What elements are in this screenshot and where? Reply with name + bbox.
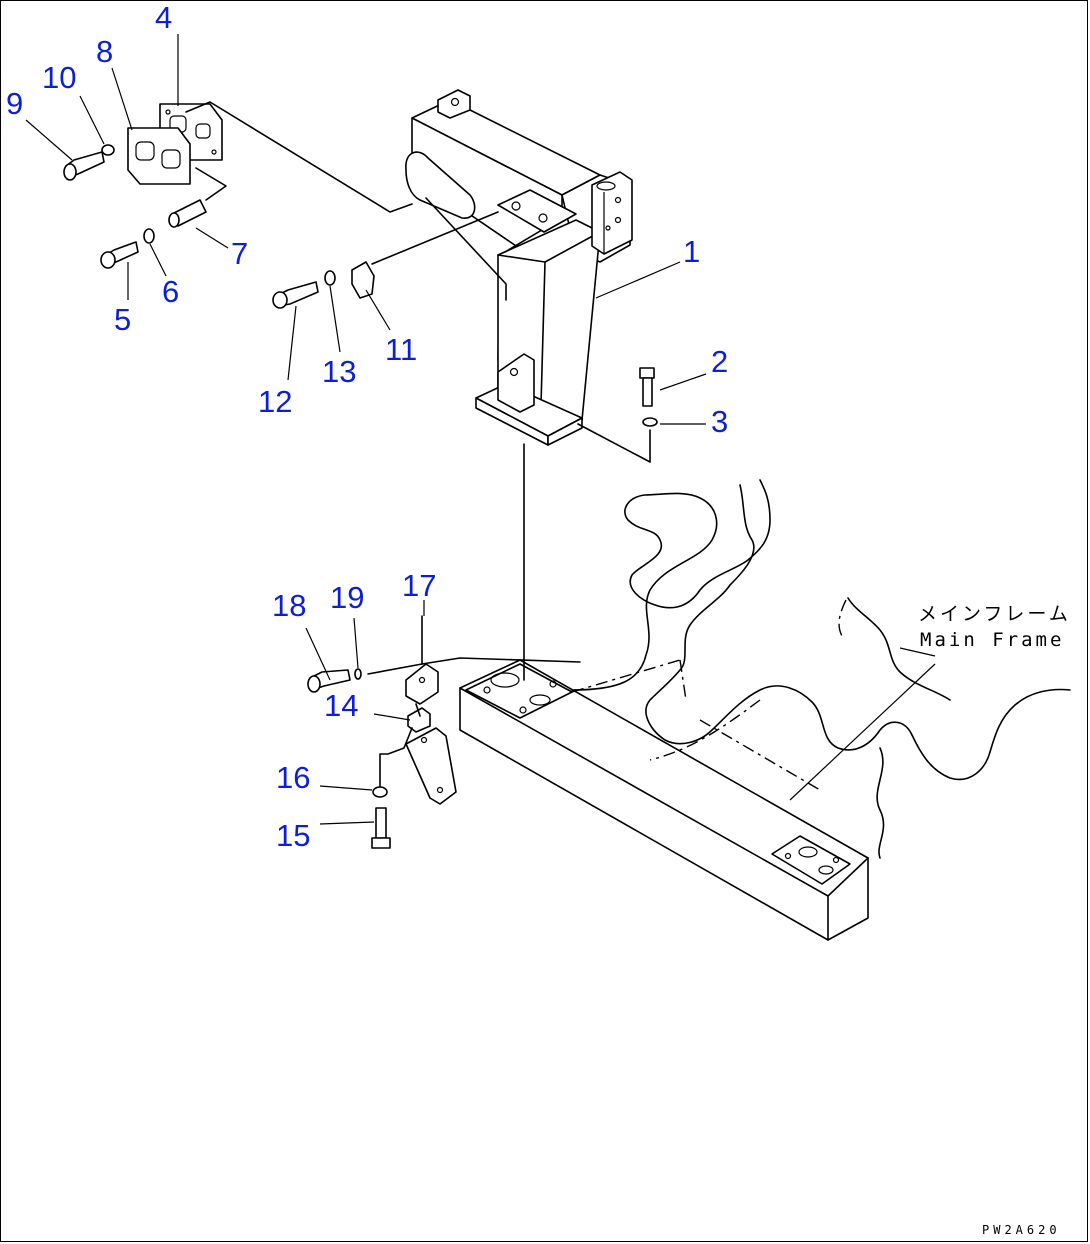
- part-mount-bracket: [405, 727, 457, 805]
- part-bolt-9: [63, 151, 105, 181]
- part-bolt-12: [272, 281, 319, 309]
- main-frame: [459, 479, 1071, 941]
- callout-1: 1: [683, 234, 700, 269]
- part-bolt-5: [100, 241, 139, 269]
- part-washer-16: [372, 786, 388, 798]
- callout-15: 15: [276, 818, 310, 853]
- part-washer-19: [354, 668, 362, 680]
- leader-lines: [25, 34, 936, 825]
- callout-10: 10: [42, 60, 76, 95]
- callout-8: 8: [96, 34, 113, 69]
- part-pin-7: [168, 199, 207, 228]
- callout-7: 7: [231, 236, 248, 271]
- callout-11: 11: [385, 332, 417, 367]
- callout-14: 14: [324, 688, 358, 723]
- part-bolt-15: [371, 807, 391, 849]
- callout-12: 12: [258, 384, 292, 419]
- callout-3: 3: [711, 404, 728, 439]
- callout-16: 16: [276, 760, 310, 795]
- part-washer-3: [642, 417, 658, 427]
- callout-2: 2: [711, 344, 728, 379]
- part-washer-6: [143, 228, 155, 244]
- callout-19: 19: [330, 580, 364, 615]
- annotation-japanese: メインフレーム: [918, 603, 1071, 625]
- callout-5: 5: [114, 302, 131, 337]
- bracket-assembly: [405, 89, 633, 446]
- assembly-lines: [185, 101, 651, 787]
- part-washer-10: [101, 144, 115, 156]
- annotation-english: Main Frame: [920, 629, 1064, 651]
- callout-13: 13: [322, 354, 356, 389]
- part-washer-13: [324, 270, 336, 286]
- callout-9: 9: [6, 86, 23, 121]
- callout-17: 17: [402, 568, 436, 603]
- part-plate-11: [351, 261, 375, 299]
- part-bolt-2: [639, 367, 655, 407]
- callout-4: 4: [155, 0, 172, 35]
- drawing-code: PW2A620: [982, 1223, 1061, 1237]
- part-bracket-17: [405, 615, 439, 705]
- callouts: 1 2 3 4 5 6 7 8 9 10 11 12 13 14 15 16 1…: [6, 0, 728, 853]
- callout-6: 6: [162, 274, 179, 309]
- callout-18: 18: [272, 588, 306, 623]
- part-gasket-8: [127, 127, 191, 185]
- part-clamp-14: [407, 707, 431, 733]
